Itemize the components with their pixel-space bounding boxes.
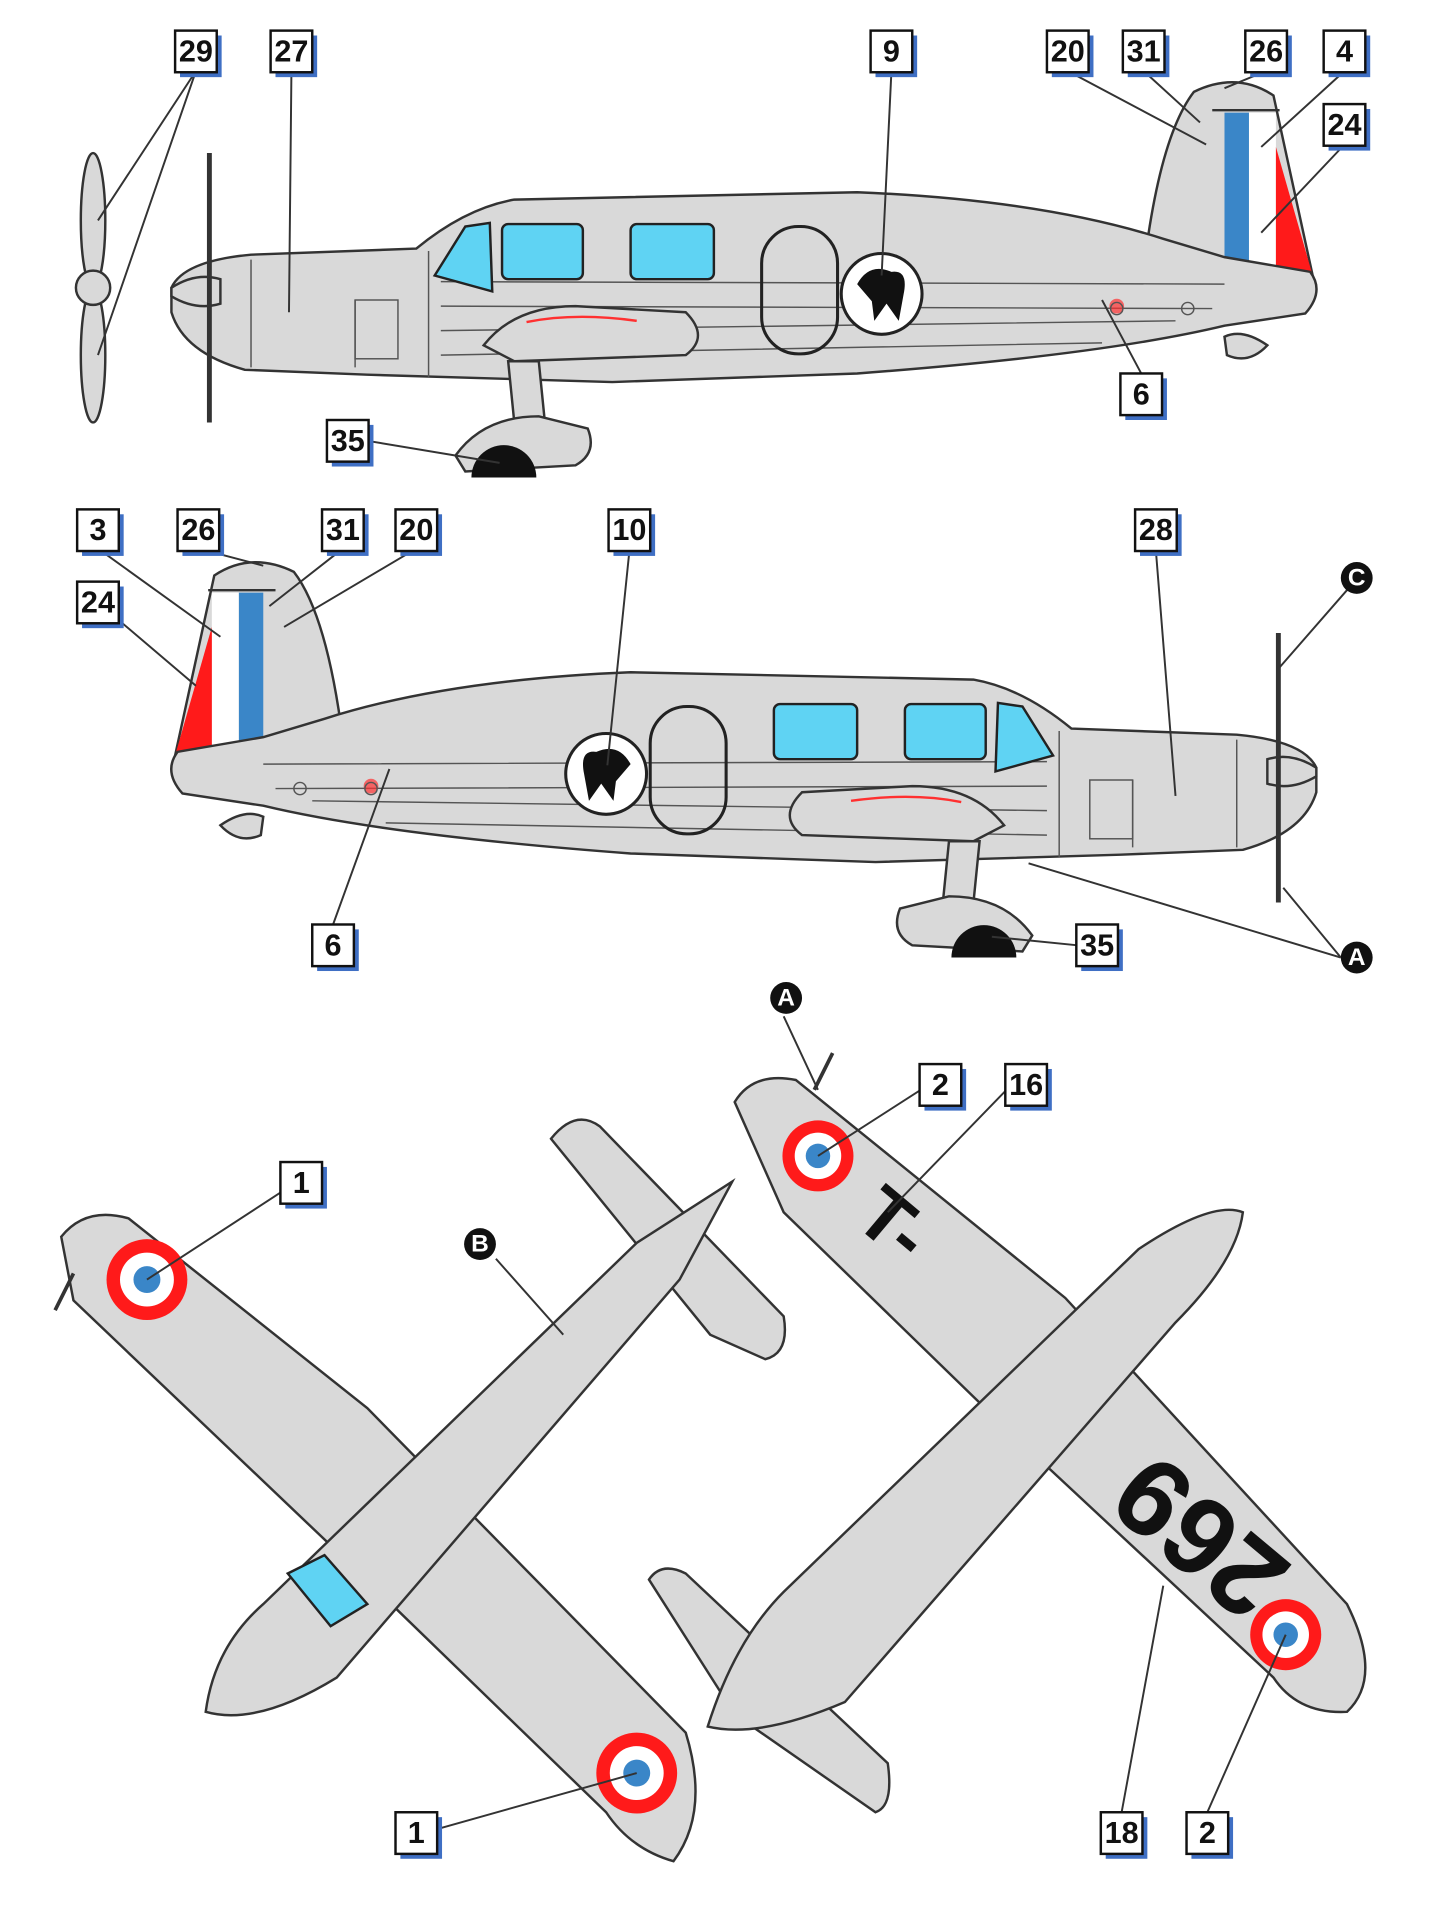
svg-text:A: A <box>1348 944 1366 971</box>
callout-20: 20 <box>394 508 443 556</box>
callout-4: 4 <box>1322 29 1371 78</box>
marker-a: A <box>770 982 803 1014</box>
callout-2: 2 <box>1185 1811 1234 1859</box>
svg-text:35: 35 <box>331 424 365 458</box>
svg-text:1: 1 <box>293 1166 310 1200</box>
callouts-plan-views: 1 1 B 2 16 18 2 A <box>279 982 1234 1859</box>
svg-text:18: 18 <box>1105 1816 1139 1850</box>
svg-text:B: B <box>471 1231 489 1258</box>
svg-text:29: 29 <box>179 34 213 68</box>
callouts-side-view-left: 29 27 9 20 31 26 4 24 6 35 <box>173 29 1371 467</box>
plan-view-upper <box>53 1118 787 1863</box>
svg-text:A: A <box>777 984 795 1011</box>
svg-text:27: 27 <box>274 34 308 68</box>
svg-text:26: 26 <box>181 513 215 547</box>
callout-1: 1 <box>394 1811 443 1859</box>
callout-16: 16 <box>1004 1062 1052 1111</box>
callout-35: 35 <box>1075 923 1123 972</box>
callout-26: 26 <box>176 508 225 556</box>
svg-text:16: 16 <box>1009 1068 1043 1102</box>
svg-text:3: 3 <box>89 513 106 547</box>
callout-31: 31 <box>1121 29 1170 78</box>
callout-26: 26 <box>1244 29 1292 78</box>
callout-6: 6 <box>1119 372 1167 420</box>
svg-text:6: 6 <box>1133 377 1150 411</box>
callout-27: 27 <box>269 29 318 78</box>
propeller-front-view <box>74 151 112 424</box>
svg-text:20: 20 <box>399 513 433 547</box>
marker-c: C <box>1340 562 1373 594</box>
svg-text:28: 28 <box>1139 513 1173 547</box>
svg-text:20: 20 <box>1051 34 1085 68</box>
callout-20: 20 <box>1045 29 1094 78</box>
callout-18: 18 <box>1099 1811 1148 1859</box>
callout-2: 2 <box>918 1062 967 1111</box>
callout-6: 6 <box>311 923 359 972</box>
svg-text:26: 26 <box>1249 34 1283 68</box>
svg-text:24: 24 <box>81 585 115 619</box>
svg-text:31: 31 <box>1127 34 1161 68</box>
svg-text:24: 24 <box>1327 108 1361 142</box>
svg-text:6: 6 <box>325 928 342 962</box>
callout-24: 24 <box>1322 102 1371 151</box>
callout-1: 1 <box>279 1160 327 1209</box>
callout-9: 9 <box>869 29 918 78</box>
svg-text:2: 2 <box>932 1068 949 1102</box>
callout-3: 3 <box>75 508 124 556</box>
callout-28: 28 <box>1133 508 1182 556</box>
roundel <box>596 1732 678 1814</box>
svg-text:31: 31 <box>326 513 360 547</box>
callouts-side-view-right: 3 26 31 20 10 28 24 6 35 C A <box>75 508 1373 974</box>
marker-b: B <box>464 1228 496 1260</box>
svg-text:35: 35 <box>1080 928 1114 962</box>
callout-29: 29 <box>173 29 222 78</box>
callout-10: 10 <box>607 508 656 556</box>
marker-a: A <box>1340 941 1373 974</box>
svg-text:1: 1 <box>408 1816 425 1850</box>
callout-24: 24 <box>75 580 124 629</box>
svg-text:9: 9 <box>883 34 900 68</box>
svg-text:C: C <box>1348 564 1366 591</box>
side-view-left <box>74 82 1317 477</box>
callout-31: 31 <box>320 508 369 556</box>
svg-text:10: 10 <box>612 513 646 547</box>
svg-text:4: 4 <box>1336 34 1353 68</box>
callout-35: 35 <box>325 418 374 467</box>
plan-view-lower: T- 269 <box>647 1052 1367 1814</box>
svg-text:2: 2 <box>1199 1816 1216 1850</box>
roundel <box>782 1120 854 1192</box>
leader-lines <box>97 70 1348 1831</box>
